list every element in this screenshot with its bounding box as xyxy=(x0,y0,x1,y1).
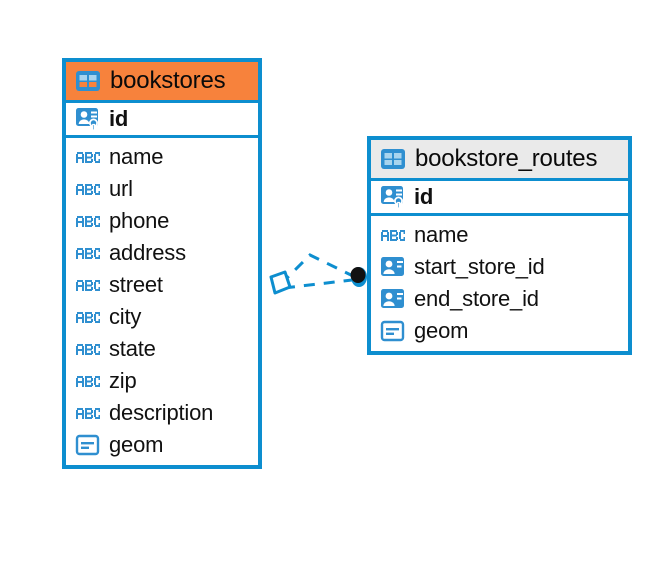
primary-key-section: id xyxy=(371,178,628,216)
foreign-key-icon xyxy=(381,257,404,276)
field-row-primary-key[interactable]: id xyxy=(66,103,258,135)
entity-title: bookstore_routes xyxy=(415,145,598,172)
field-row[interactable]: state xyxy=(66,333,258,365)
table-icon xyxy=(76,71,100,91)
field-label: address xyxy=(109,240,186,265)
text-field-icon xyxy=(76,376,100,387)
geometry-field-icon xyxy=(380,320,405,342)
field-row[interactable]: name xyxy=(371,219,628,251)
text-field-icon xyxy=(381,230,405,241)
field-label: end_store_id xyxy=(414,286,539,311)
table-icon xyxy=(381,149,405,169)
field-row[interactable]: description xyxy=(66,397,258,429)
filled-circle-marker[interactable] xyxy=(350,267,368,287)
relationship-line-lower xyxy=(283,278,353,290)
diamond-outline-marker[interactable] xyxy=(269,270,292,295)
entity-title: bookstores xyxy=(110,67,226,94)
field-label: zip xyxy=(109,368,137,393)
field-label: street xyxy=(109,272,163,297)
field-label: description xyxy=(109,400,214,425)
primary-key-section: id xyxy=(66,100,258,138)
entity-bookstores[interactable]: bookstores id name url phone address street c… xyxy=(62,58,262,469)
field-label: name xyxy=(109,144,164,169)
field-label: id xyxy=(109,106,129,131)
text-field-icon xyxy=(76,184,100,195)
field-row[interactable]: name xyxy=(66,141,258,173)
field-label: geom xyxy=(109,432,164,457)
field-row[interactable]: city xyxy=(66,301,258,333)
field-row[interactable]: url xyxy=(66,173,258,205)
field-label: city xyxy=(109,304,142,329)
text-field-icon xyxy=(76,408,100,419)
text-field-icon xyxy=(76,312,100,323)
foreign-key-icon xyxy=(381,289,404,308)
text-field-icon xyxy=(76,216,100,227)
text-field-icon xyxy=(76,344,100,355)
relationship-line-upper xyxy=(279,253,354,286)
field-label: start_store_id xyxy=(414,254,545,279)
field-row[interactable]: phone xyxy=(66,205,258,237)
field-row[interactable]: zip xyxy=(66,365,258,397)
text-field-icon xyxy=(76,280,100,291)
field-row[interactable]: geom xyxy=(371,315,628,347)
field-label: id xyxy=(414,184,434,209)
field-label: name xyxy=(414,222,469,247)
field-row[interactable]: geom xyxy=(66,429,258,461)
primary-key-icon xyxy=(381,186,403,209)
field-row[interactable]: street xyxy=(66,269,258,301)
field-row[interactable]: address xyxy=(66,237,258,269)
field-label: state xyxy=(109,336,156,361)
field-label: url xyxy=(109,176,133,201)
geometry-field-icon xyxy=(75,434,100,456)
field-row[interactable]: start_store_id xyxy=(371,251,628,283)
text-field-icon xyxy=(76,152,100,163)
entity-header-bookstores[interactable]: bookstores xyxy=(66,62,258,100)
field-list-bookstores: name url phone address street city state zip des… xyxy=(66,138,258,465)
field-label: geom xyxy=(414,318,469,343)
field-label: phone xyxy=(109,208,170,233)
field-row[interactable]: end_store_id xyxy=(371,283,628,315)
text-field-icon xyxy=(76,248,100,259)
field-row-primary-key[interactable]: id xyxy=(371,181,628,213)
primary-key-icon xyxy=(76,108,98,131)
entity-header-bookstore-routes[interactable]: bookstore_routes xyxy=(371,140,628,178)
